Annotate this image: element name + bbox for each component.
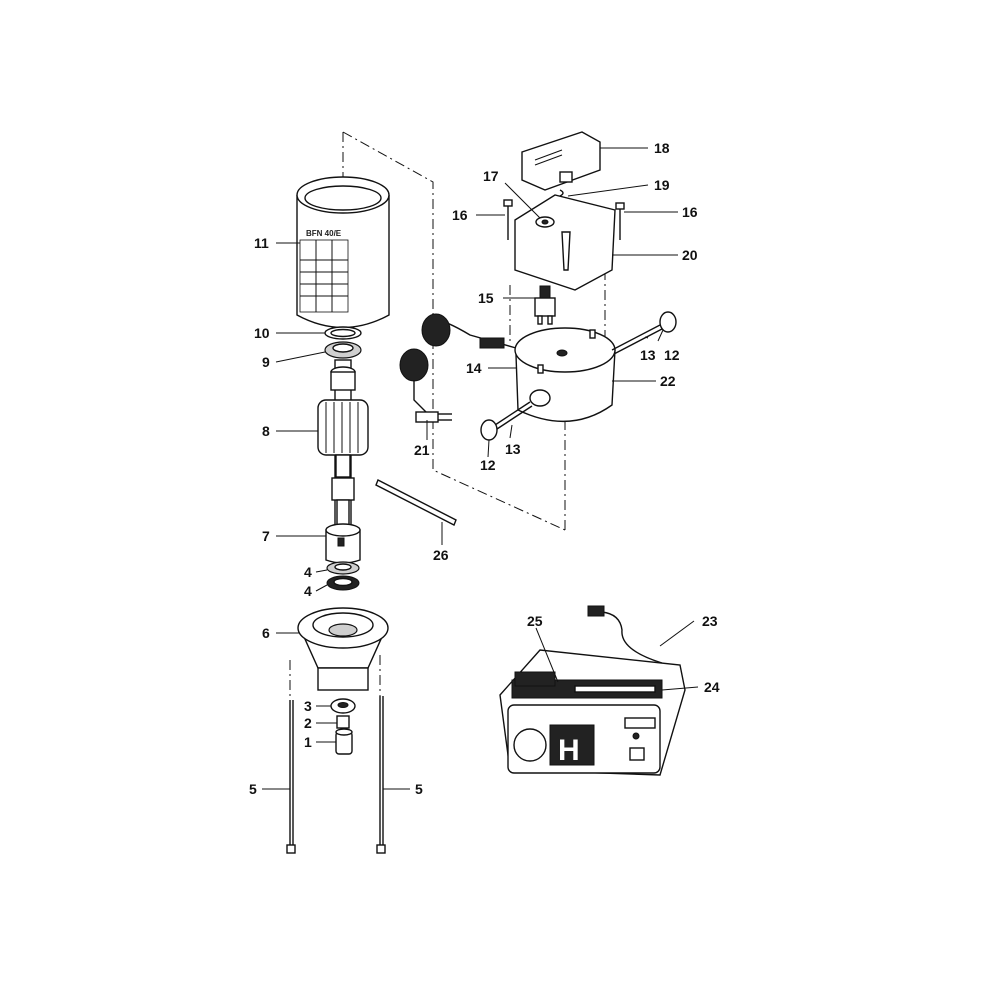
bearing-upper bbox=[324, 341, 362, 359]
callout-4a: 4 bbox=[304, 564, 312, 580]
callout-12a: 12 bbox=[664, 347, 680, 363]
callout-12b: 12 bbox=[480, 457, 496, 473]
callout-8: 8 bbox=[262, 423, 270, 439]
tie-rod-right bbox=[376, 696, 386, 854]
callout-4b: 4 bbox=[304, 583, 312, 599]
control-box-label: H bbox=[558, 734, 580, 767]
callout-22: 22 bbox=[660, 373, 676, 389]
callout-labels: 1 2 3 4 4 5 5 6 7 8 9 10 11 12 12 13 13 … bbox=[249, 140, 720, 797]
control-unit: H bbox=[499, 649, 686, 776]
callout-6: 6 bbox=[262, 625, 270, 641]
knob-screw-right bbox=[611, 311, 677, 355]
callout-16a: 16 bbox=[452, 207, 468, 223]
callout-25: 25 bbox=[527, 613, 543, 629]
callout-2: 2 bbox=[304, 715, 312, 731]
callout-5b: 5 bbox=[415, 781, 423, 797]
callout-13a: 13 bbox=[640, 347, 656, 363]
callout-23: 23 bbox=[702, 613, 718, 629]
callout-7: 7 bbox=[262, 528, 270, 544]
display-block: H bbox=[549, 724, 595, 767]
housing-screw-left bbox=[503, 199, 513, 240]
cylinder-label: BFN 40/E bbox=[306, 229, 342, 238]
callout-24: 24 bbox=[704, 679, 720, 695]
control-cable bbox=[587, 605, 663, 664]
o-ring bbox=[324, 326, 362, 340]
clamping-nut bbox=[325, 523, 361, 564]
callout-11: 11 bbox=[254, 235, 269, 251]
washer bbox=[336, 715, 350, 729]
container-cylinder: BFN 40/E bbox=[296, 176, 390, 329]
plug bbox=[415, 411, 452, 423]
callout-18: 18 bbox=[654, 140, 670, 156]
bearing-lower-b bbox=[326, 575, 360, 591]
switch-cover bbox=[521, 131, 601, 191]
collet-nut bbox=[335, 728, 353, 755]
switch-contact bbox=[534, 285, 556, 325]
callout-14: 14 bbox=[466, 360, 482, 376]
callout-10: 10 bbox=[254, 325, 270, 341]
tie-rod-left bbox=[286, 700, 296, 854]
callout-17: 17 bbox=[483, 168, 499, 184]
rotor-armature bbox=[317, 399, 369, 526]
callout-9: 9 bbox=[262, 354, 270, 370]
power-cable bbox=[399, 313, 517, 413]
stator-base bbox=[297, 607, 389, 691]
callout-5a: 5 bbox=[249, 781, 257, 797]
leader-lines bbox=[262, 147, 699, 790]
callout-26: 26 bbox=[433, 547, 449, 563]
cylinder-scale-table bbox=[299, 239, 349, 313]
housing-screw-right bbox=[615, 202, 625, 240]
callout-21: 21 bbox=[414, 442, 430, 458]
motor-housing bbox=[514, 327, 616, 423]
bearing-lower-a bbox=[326, 561, 360, 575]
callout-1: 1 bbox=[304, 734, 312, 750]
callout-15: 15 bbox=[478, 290, 494, 306]
callout-19: 19 bbox=[654, 177, 670, 193]
top-housing bbox=[514, 194, 616, 291]
spacer-ring bbox=[330, 698, 356, 714]
callout-13b: 13 bbox=[505, 441, 521, 457]
callout-3: 3 bbox=[304, 698, 312, 714]
callout-20: 20 bbox=[682, 247, 698, 263]
callout-16b: 16 bbox=[682, 204, 698, 220]
pin-rod bbox=[375, 479, 457, 526]
